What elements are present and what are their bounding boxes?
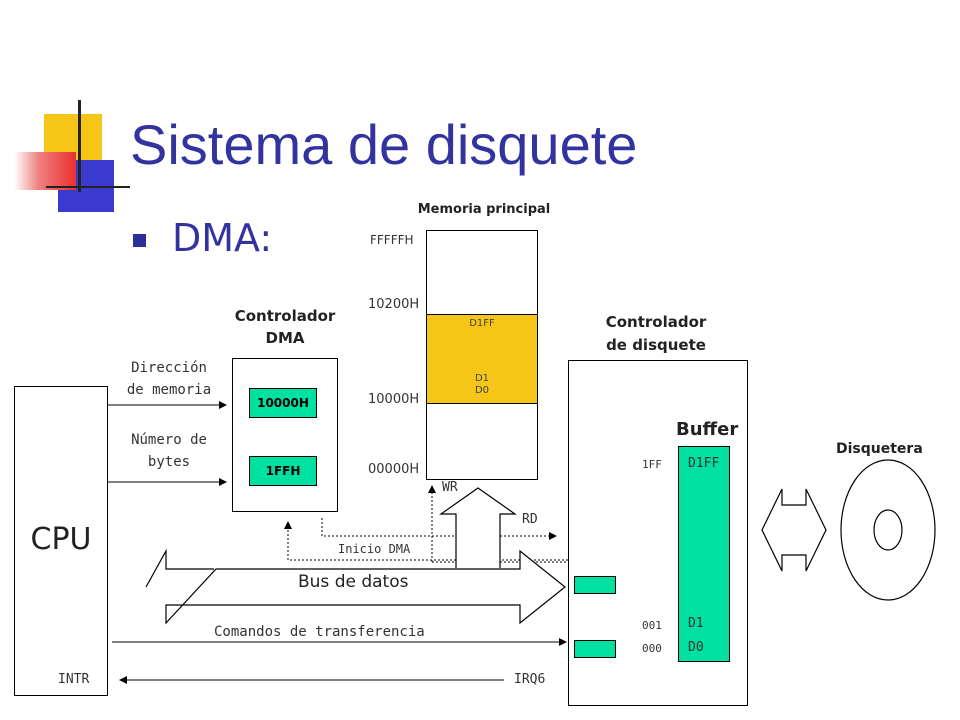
- label-direccion-1: Dirección: [131, 360, 207, 376]
- rd-label: RD: [522, 512, 538, 527]
- dma-heading-2: DMA: [265, 329, 305, 347]
- drive-label: Disquetera: [836, 441, 923, 457]
- memory-block-d0: D0: [474, 385, 490, 396]
- addr-00000: 00000H: [368, 462, 420, 477]
- label-bytes-1: Número de: [131, 432, 207, 448]
- buffer: [678, 446, 730, 662]
- controller-register-1: [574, 576, 616, 594]
- slide-logo: [10, 100, 130, 220]
- memory-heading: Memoria principal: [417, 202, 551, 217]
- inicio-dma-label: Inicio DMA: [338, 542, 411, 556]
- memory-block-top: D1FF: [469, 318, 495, 329]
- memory-block-d1: D1: [474, 373, 490, 384]
- cpu-label: CPU: [30, 522, 92, 557]
- buffer-index-000: 000: [642, 642, 662, 655]
- label-bytes-2: bytes: [147, 454, 191, 470]
- intr-label: INTR: [58, 672, 90, 687]
- addr-10200: 10200H: [368, 297, 420, 312]
- dma-heading-1: Controlador: [234, 307, 336, 325]
- label-direccion-2: de memoria: [126, 382, 212, 398]
- dma-address-register: 10000H: [249, 388, 317, 418]
- addr-fffff: FFFFFH: [370, 233, 414, 247]
- bullet-text: DMA:: [172, 216, 273, 260]
- disk-controller-heading-2: de disquete: [606, 336, 706, 354]
- irq6-label: IRQ6: [514, 672, 546, 687]
- bullet-marker: [133, 234, 146, 247]
- buffer-d1: D1: [688, 616, 704, 631]
- buffer-top: D1FF: [688, 456, 720, 471]
- buffer-index-top: 1FF: [642, 458, 662, 471]
- disk-controller-heading-1: Controlador: [605, 313, 707, 331]
- cpu-box: [14, 386, 108, 696]
- controller-register-2: [574, 640, 616, 658]
- addr-10000: 10000H: [368, 392, 420, 407]
- wr-label: WR: [442, 480, 458, 495]
- bus-datos-label: Bus de datos: [298, 572, 409, 592]
- slide-title: Sistema de disquete: [130, 113, 638, 176]
- comandos-label: Comandos de transferencia: [214, 624, 425, 640]
- buffer-d0: D0: [688, 640, 704, 655]
- dma-count-register: 1FFH: [249, 456, 317, 486]
- memory-block: [427, 314, 537, 404]
- buffer-label: Buffer: [676, 419, 739, 440]
- buffer-index-001: 001: [642, 619, 662, 632]
- dma-controller: [232, 358, 338, 512]
